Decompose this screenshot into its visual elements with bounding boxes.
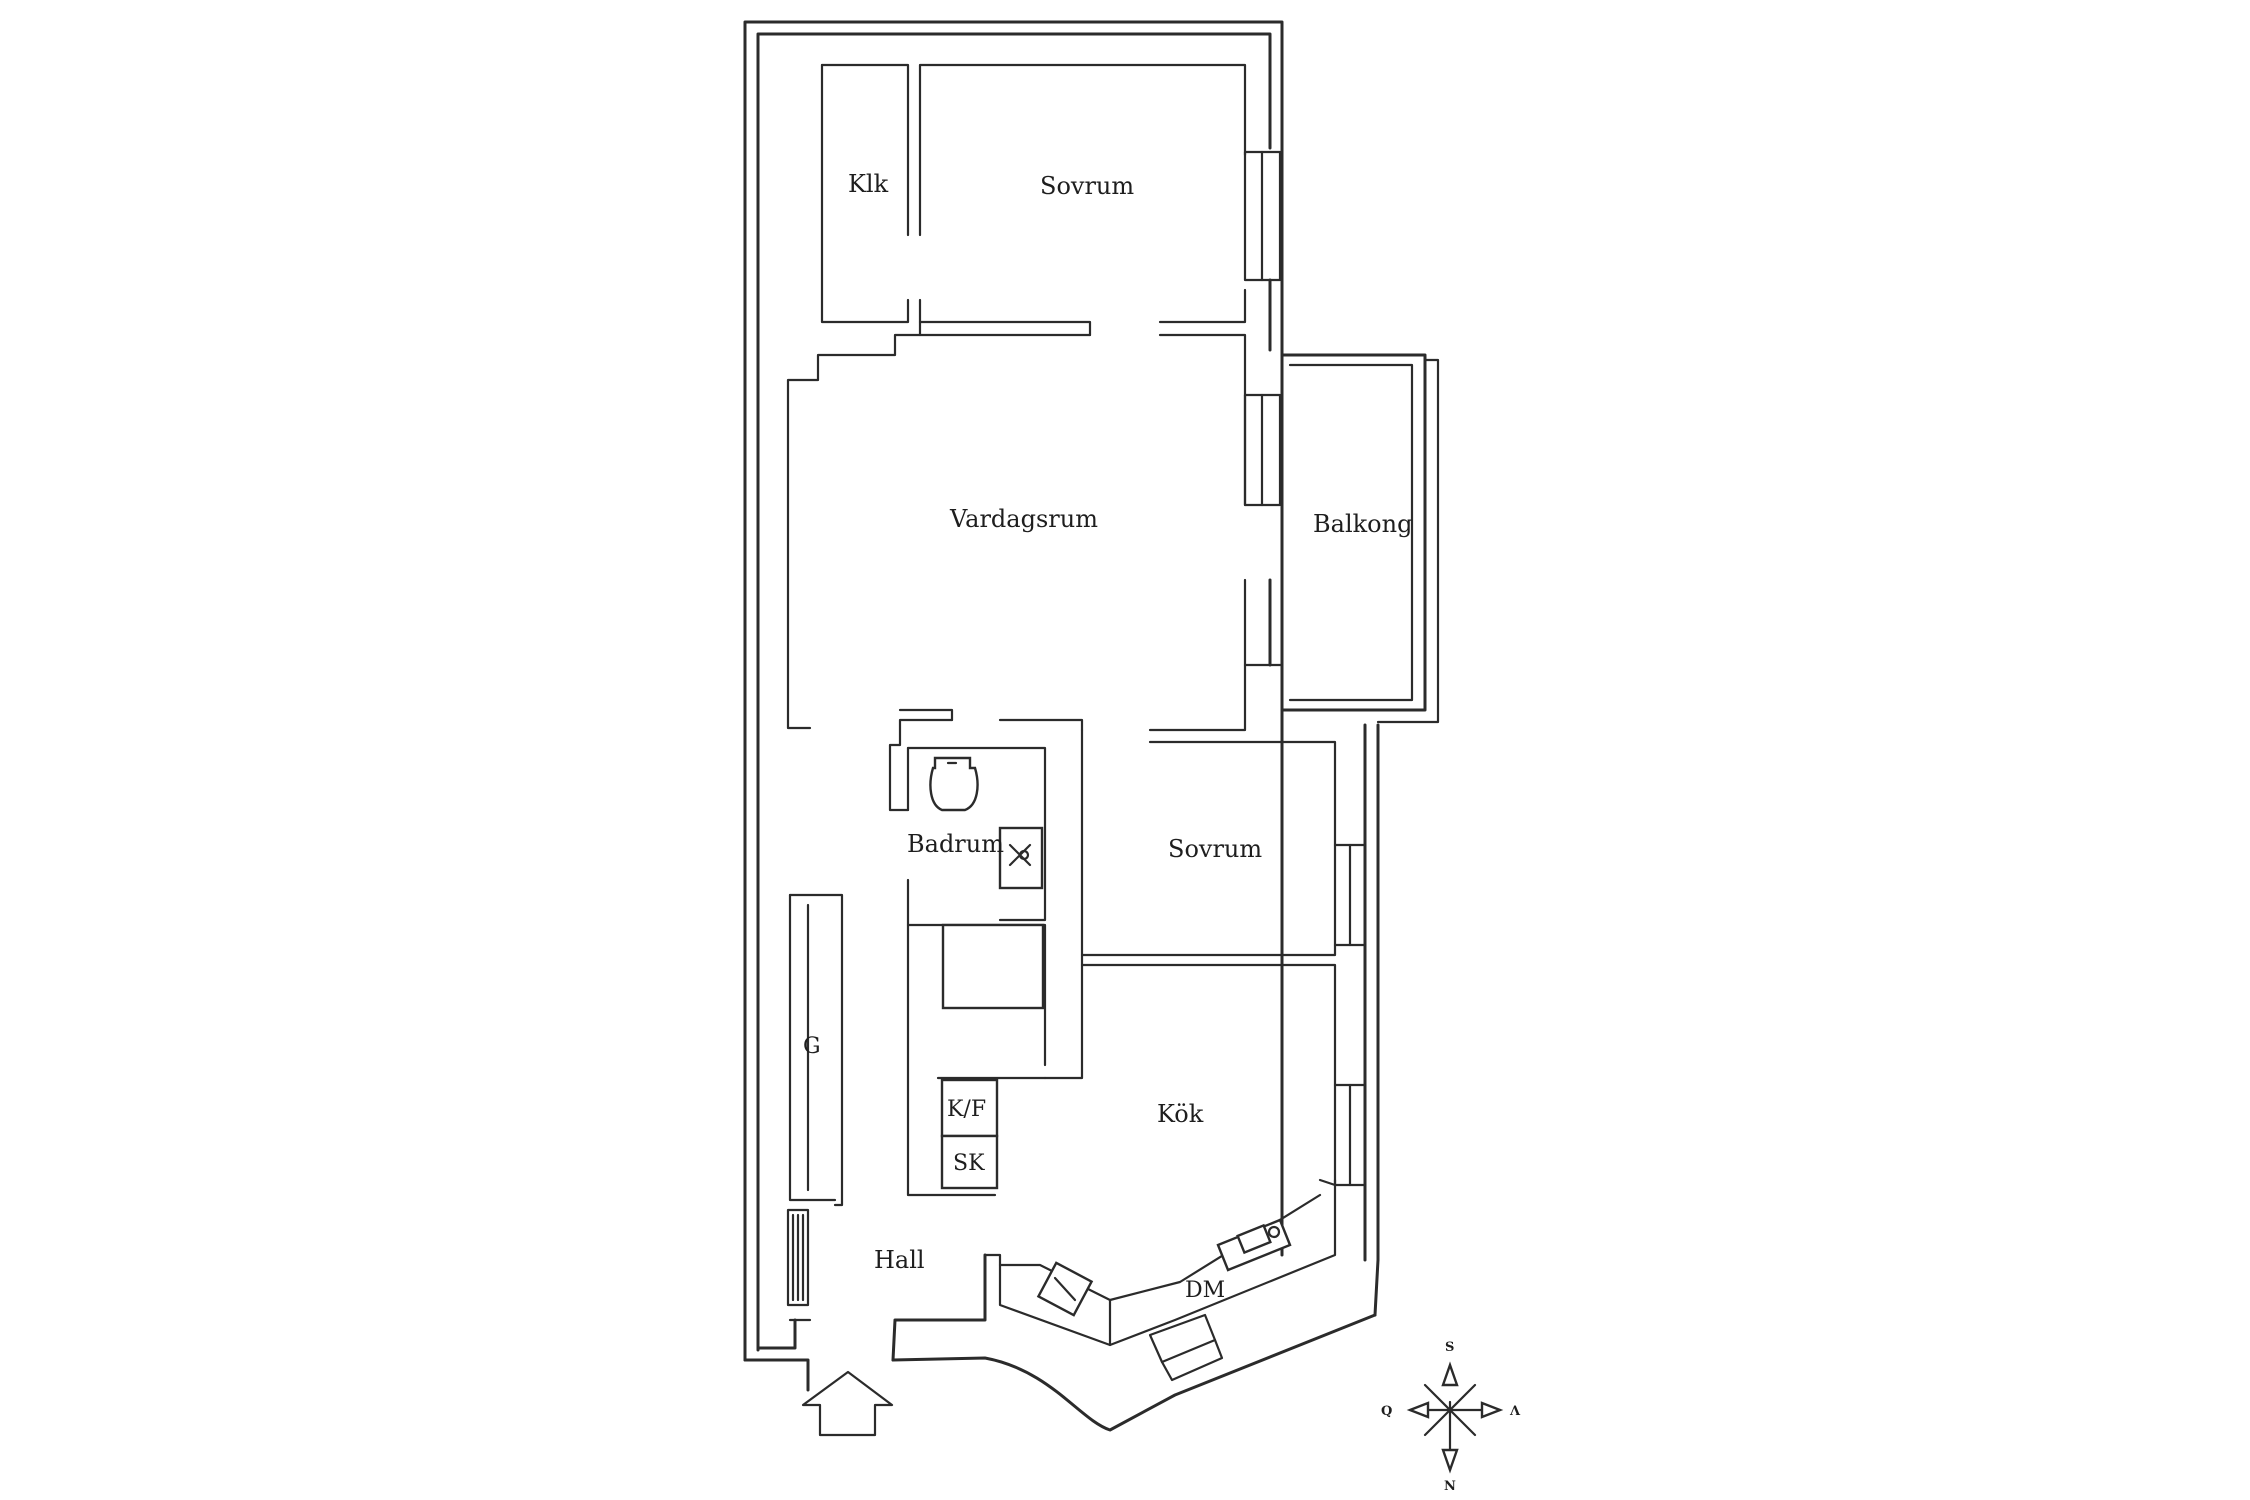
fixture-label-wardrobe: G bbox=[803, 1034, 821, 1059]
fixture-label-fridge-freezer: K/F bbox=[947, 1097, 986, 1122]
room-label-sovrum-mid: Sovrum bbox=[1168, 835, 1262, 863]
room-label-sovrum-top: Sovrum bbox=[1040, 172, 1134, 200]
bathtub-icon bbox=[941, 923, 1045, 1010]
kitchen-walls bbox=[940, 1078, 1367, 1382]
hall-walls bbox=[786, 893, 844, 1322]
toilet-icon bbox=[929, 756, 979, 812]
fixture-label-cabinet: SK bbox=[953, 1151, 985, 1176]
room-label-badrum: Badrum bbox=[907, 830, 1004, 858]
balcony-walls bbox=[1280, 353, 1440, 724]
entrance-arrow-icon bbox=[801, 1370, 894, 1437]
room-label-klk: Klk bbox=[848, 170, 889, 198]
bathroom-walls bbox=[906, 728, 1084, 1197]
living-room-walls bbox=[786, 333, 1284, 812]
room-label-kok: Kök bbox=[1157, 1100, 1204, 1128]
compass-south-label: S bbox=[1445, 1340, 1454, 1355]
compass-rose-icon bbox=[1406, 1361, 1504, 1474]
compass-north-label: N bbox=[1444, 1479, 1456, 1494]
radiator-icon bbox=[786, 1208, 810, 1307]
outer-walls bbox=[743, 20, 1380, 1432]
room-label-vardagsrum: Vardagsrum bbox=[949, 505, 1098, 533]
fixture-label-dishwasher: DM bbox=[1185, 1278, 1225, 1303]
middle-bedroom-walls bbox=[1080, 740, 1367, 1087]
compass-east-label: Λ bbox=[1509, 1404, 1521, 1419]
room-label-balkong: Balkong bbox=[1313, 510, 1412, 538]
room-label-hall: Hall bbox=[874, 1246, 925, 1274]
compass-west-label: Q bbox=[1381, 1404, 1392, 1419]
top-bedroom-walls bbox=[820, 63, 1282, 337]
